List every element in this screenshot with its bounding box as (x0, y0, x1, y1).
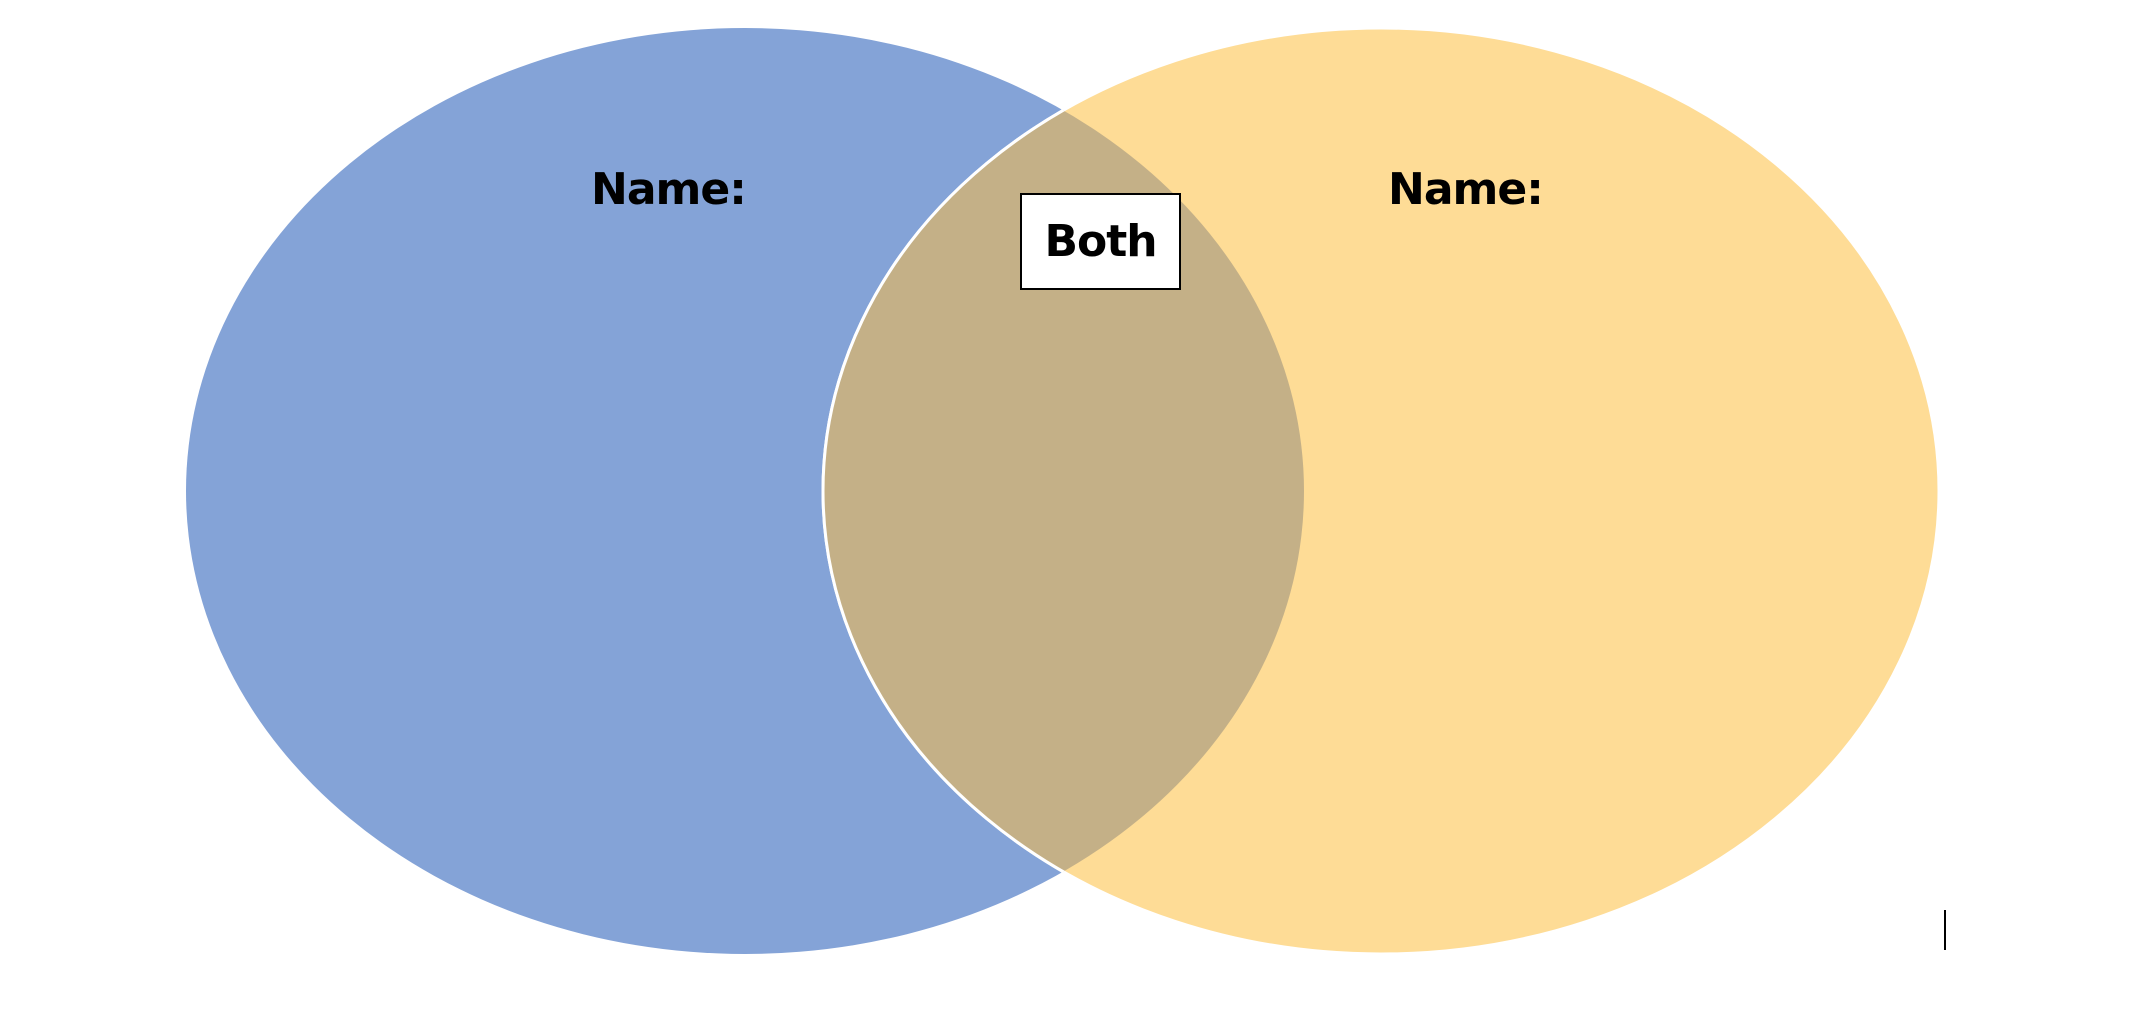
both-label: Both (1044, 215, 1157, 267)
right-name-label[interactable]: Name: (1388, 164, 1544, 215)
left-name-label[interactable]: Name: (591, 164, 747, 215)
text-cursor (1944, 910, 1946, 950)
right-circle-left-outline (821, 28, 1304, 954)
both-label-box[interactable]: Both (1020, 193, 1181, 290)
